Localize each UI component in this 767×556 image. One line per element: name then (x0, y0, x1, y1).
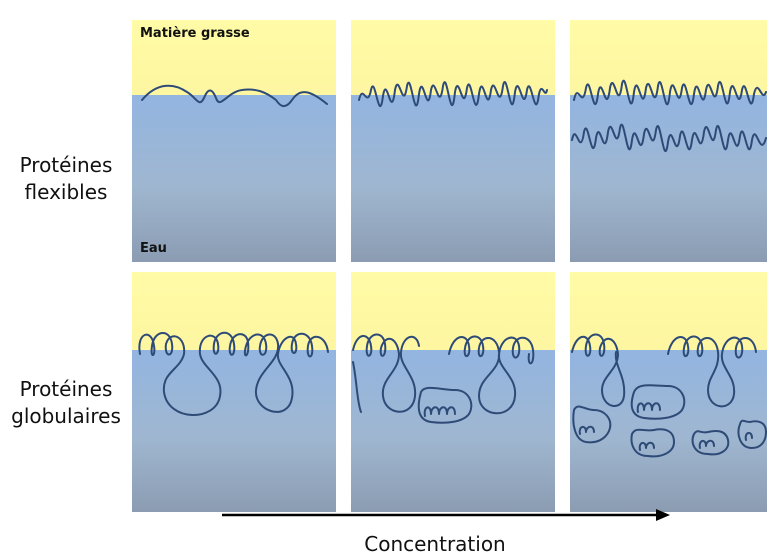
flexible-protein-chain (141, 84, 328, 107)
water-phase (351, 350, 555, 512)
globular-protein-chain (352, 333, 535, 424)
water-phase (570, 95, 767, 262)
concentration-axis-label: Concentration (364, 532, 506, 556)
row-label-globular: Protéines globulaires (0, 376, 132, 430)
panel-globular-mid (351, 272, 555, 512)
panel-flexible-mid (351, 20, 555, 262)
row-label-flexible-line1: Protéines (19, 153, 113, 177)
panel-flexible-high (570, 20, 767, 262)
flexible-protein-chain (358, 81, 548, 107)
water-phase (132, 95, 336, 262)
water-phase-label: Eau (140, 241, 167, 256)
flexible-protein-chain (571, 79, 767, 153)
globular-protein-chain (571, 333, 767, 458)
row-label-flexible: Protéines flexibles (0, 152, 132, 206)
panel-globular-high (570, 272, 767, 512)
panel-flexible-low: Matière grasse Eau (132, 20, 336, 262)
concentration-arrow (222, 509, 670, 521)
panel-globular-low (132, 272, 336, 512)
row-label-globular-line2: globulaires (11, 404, 121, 428)
water-phase (132, 350, 336, 512)
oil-phase-label: Matière grasse (140, 26, 250, 41)
row-label-globular-line1: Protéines (19, 377, 113, 401)
water-phase (351, 95, 555, 262)
row-label-flexible-line2: flexibles (24, 180, 108, 204)
globular-protein-chain (138, 331, 329, 416)
